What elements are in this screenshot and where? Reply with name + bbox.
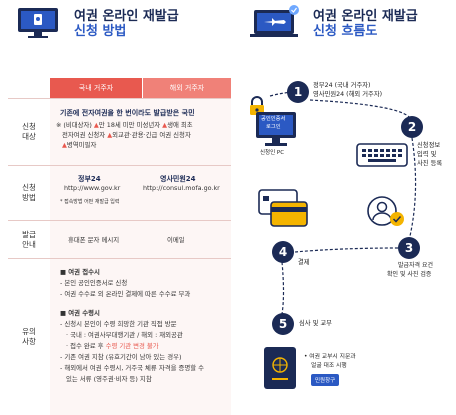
overseas-site-name: 영사민원24 bbox=[160, 175, 196, 183]
step-2-text-line3: 사진 등록 bbox=[417, 160, 443, 167]
keyboard-icon bbox=[356, 143, 408, 171]
passport-note-line1: • 여권 교부시 지문과 bbox=[304, 354, 356, 360]
caution-sec2-line6: 있는 서류 (영주권·비자 등) 지참 bbox=[66, 375, 152, 383]
domestic-site-url[interactable]: http://www.gov.kr bbox=[64, 184, 121, 192]
row-label-caution: 유의 사항 bbox=[22, 327, 36, 346]
step-3-text-line1: 발급자격 요건 bbox=[398, 262, 434, 269]
pc-cert-label-line2: 로그인 bbox=[266, 124, 281, 130]
step-5-badge: 5 bbox=[272, 313, 294, 335]
caution-sec2-line3: · 접수 완료 후 수령 기관 변경 불가 bbox=[66, 342, 159, 350]
step-4-label: 결제 bbox=[298, 259, 310, 266]
left-page-title: 여권 온라인 재발급 신청 방법 bbox=[74, 9, 179, 40]
caution-sec2-line5: - 해외에서 여권 수령시, 거주국 체류 자격을 증명할 수 bbox=[60, 364, 205, 372]
method-note: * 접속방법 어떤 재발급 입력 bbox=[60, 199, 120, 205]
step-4-badge: 4 bbox=[272, 241, 294, 263]
caution-sec2-line1: - 신청시 본인이 수령 희망한 기관 직접 방문 bbox=[60, 320, 177, 328]
passport-icon bbox=[262, 345, 298, 395]
credit-cards-icon bbox=[257, 188, 311, 234]
left-title-line1: 여권 온라인 재발급 bbox=[74, 9, 179, 24]
notice-domestic: 휴대폰 문자 메시지 bbox=[68, 236, 120, 244]
eligibility-headline: 기존에 전자여권을 한 번이라도 발급받은 국민 bbox=[60, 109, 195, 117]
airplane-laptop-icon bbox=[250, 4, 304, 44]
row-label-method: 신청 방법 bbox=[22, 183, 36, 202]
caution-cell: ■ 여권 접수시 - 본인 공인인증서로 신청 - 여권 수수료 외 온라인 결… bbox=[50, 259, 231, 415]
method-cell: 정부24 http://www.gov.kr 영사민원24 http://con… bbox=[50, 166, 231, 220]
table-row-method: 신청 방법 정부24 http://www.gov.kr 영사민원24 http… bbox=[8, 165, 231, 220]
step-1-badge: 1 bbox=[287, 81, 309, 103]
left-title-line2: 신청 방법 bbox=[74, 23, 127, 39]
overseas-site-url[interactable]: http://consul.mofa.go.kr bbox=[143, 184, 220, 192]
pc-cert-label-line1: 공인인증서 bbox=[261, 116, 286, 122]
passport-note-line2: 얼굴 대조 시행 bbox=[311, 363, 347, 369]
pc-caption: 신청인 PC bbox=[260, 150, 285, 156]
step-2-badge: 2 bbox=[401, 116, 423, 138]
applicant-pc-icon bbox=[255, 111, 297, 151]
user-verified-icon bbox=[366, 195, 408, 233]
caution-sec2-line4: - 기존 여권 지참 (유효기간이 남아 있는 경우) bbox=[60, 353, 182, 361]
caution-sec1-line2: - 여권 수수료 외 온라인 결제에 따른 수수료 부과 bbox=[60, 290, 191, 298]
right-page-title: 여권 온라인 재발급 신청 흐름도 bbox=[313, 9, 418, 40]
column-header-overseas: 해외 거주자 bbox=[143, 78, 231, 98]
caution-sec1-line1: - 본인 공인인증서로 신청 bbox=[60, 279, 128, 287]
step-1-text-line2: 영사민원24 (해외 거주자) bbox=[313, 91, 383, 98]
table-row-eligibility: 신청 대상 기존에 전자여권을 한 번이라도 발급받은 국민 ※ (비대상자) … bbox=[8, 98, 231, 165]
right-title-line1: 여권 온라인 재발급 bbox=[313, 9, 418, 24]
step-5-label: 심사 및 교부 bbox=[299, 320, 332, 327]
notice-cell: 휴대폰 문자 메시지 이메일 bbox=[50, 221, 231, 258]
application-method-table: 국내 거주자 해외 거주자 신청 대상 기존에 전자여권을 한 번이라도 발급받… bbox=[8, 78, 231, 415]
table-row-caution: 유의 사항 ■ 여권 접수시 - 본인 공인인증서로 신청 - 여권 수수료 외… bbox=[8, 258, 231, 415]
caution-sec2-line2: · 국내 : 여권사무대행기관 / 해외 : 재외공관 bbox=[66, 331, 183, 339]
passport-monitor-icon bbox=[16, 6, 60, 44]
caution-sec1-title: ■ 여권 접수시 bbox=[60, 268, 100, 276]
table-row-notice: 발급 안내 휴대폰 문자 메시지 이메일 bbox=[8, 220, 231, 258]
table-header-row: 국내 거주자 해외 거주자 bbox=[50, 78, 231, 98]
eligibility-line-1: ※ (비대상자) ▲만 18세 미만 미성년자 ▲생애 최초 bbox=[56, 121, 193, 129]
eligibility-line-2: 전자여권 신청자 ▲외교관·관용·긴급 여권 신청자 bbox=[62, 131, 191, 139]
civil-counter-badge: 민원창구 bbox=[311, 374, 340, 386]
step-2-text-line1: 신청정보 bbox=[417, 142, 441, 149]
domestic-site-name: 정부24 bbox=[78, 175, 101, 183]
notice-overseas: 이메일 bbox=[167, 236, 185, 244]
right-title-line2: 신청 흐름도 bbox=[313, 23, 378, 39]
caution-sec2-title: ■ 여권 수령시 bbox=[60, 309, 100, 317]
step-2-text-line2: 입력 및 bbox=[417, 151, 437, 158]
step-3-text-line2: 확인 및 사진 검증 bbox=[387, 271, 432, 278]
step-3-badge: 3 bbox=[398, 237, 420, 259]
column-header-domestic: 국내 거주자 bbox=[50, 78, 142, 98]
eligibility-line-3: ▲병역미필자 bbox=[62, 141, 97, 149]
row-label-notice: 발급 안내 bbox=[22, 229, 36, 249]
eligibility-cell: 기존에 전자여권을 한 번이라도 발급받은 국민 ※ (비대상자) ▲만 18세… bbox=[50, 99, 231, 165]
row-label-eligibility: 신청 대상 bbox=[22, 122, 36, 141]
step-1-text-line1: 정부24 (국내 거주자) bbox=[313, 82, 371, 89]
